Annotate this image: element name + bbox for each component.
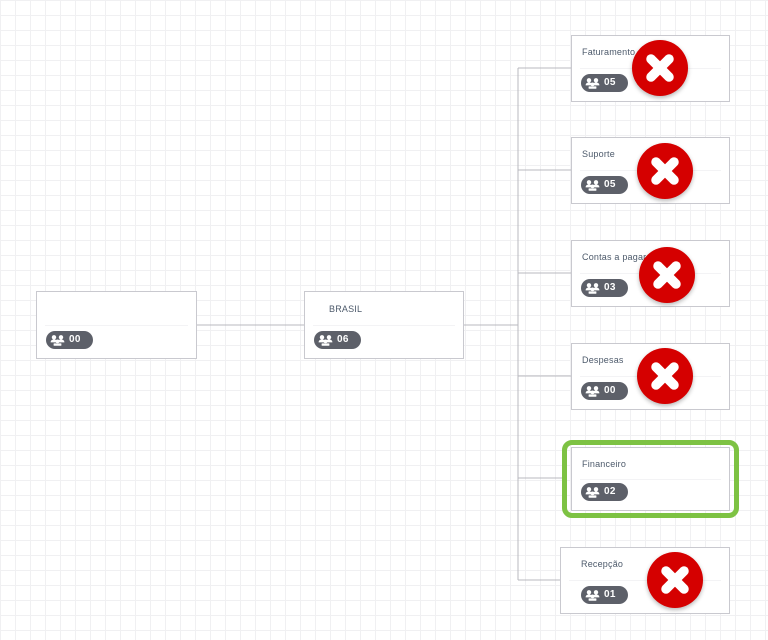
node-faturamento-members-badge[interactable]: 05 (581, 74, 628, 92)
group-people-icon (585, 282, 600, 294)
group-people-icon (50, 334, 65, 346)
node-despesas-members-count: 00 (604, 385, 616, 396)
remove-node-contas-a-pagar-button[interactable] (639, 247, 695, 303)
node-financeiro[interactable]: Financeiro 02 (571, 447, 730, 511)
node-brasil-title: BRASIL (329, 304, 363, 314)
remove-node-despesas-button[interactable] (637, 348, 693, 404)
node-faturamento-title: Faturamento (582, 47, 636, 57)
node-divider (569, 580, 721, 581)
group-people-icon (585, 179, 600, 191)
node-root-members-badge[interactable]: 00 (46, 331, 93, 349)
node-root[interactable]: 00 (36, 291, 197, 359)
node-contas-a-pagar-members-badge[interactable]: 03 (581, 279, 628, 297)
group-people-icon (585, 385, 600, 397)
node-recepcao-title: Recepção (581, 559, 624, 569)
node-divider (313, 325, 455, 326)
node-contas-a-pagar-title: Contas a pagar (582, 252, 647, 262)
node-faturamento-members-count: 05 (604, 77, 616, 88)
node-suporte-members-badge[interactable]: 05 (581, 176, 628, 194)
node-despesas-members-badge[interactable]: 00 (581, 382, 628, 400)
remove-node-faturamento-button[interactable] (632, 40, 688, 96)
group-people-icon (585, 486, 600, 498)
node-root-members-count: 00 (69, 334, 81, 345)
node-brasil[interactable]: BRASIL 06 (304, 291, 464, 359)
remove-x-icon (651, 157, 679, 185)
remove-x-icon (661, 566, 689, 594)
node-despesas[interactable]: Despesas 00 (571, 343, 730, 410)
node-financeiro-members-badge[interactable]: 02 (581, 483, 628, 501)
node-financeiro-title: Financeiro (582, 459, 627, 469)
node-contas-a-pagar-members-count: 03 (604, 282, 616, 293)
node-divider (580, 479, 721, 480)
node-brasil-members-count: 06 (337, 334, 349, 345)
node-recepcao-members-badge[interactable]: 01 (581, 586, 628, 604)
node-recepcao-members-count: 01 (604, 589, 616, 600)
remove-node-recepcao-button[interactable] (647, 552, 703, 608)
node-brasil-members-badge[interactable]: 06 (314, 331, 361, 349)
remove-x-icon (646, 54, 674, 82)
node-divider (45, 325, 188, 326)
node-suporte-members-count: 05 (604, 179, 616, 190)
node-financeiro-members-count: 02 (604, 486, 616, 497)
remove-node-suporte-button[interactable] (637, 143, 693, 199)
group-people-icon (585, 589, 600, 601)
node-despesas-title: Despesas (582, 355, 624, 365)
group-people-icon (318, 334, 333, 346)
node-financeiro-selection-halo (562, 440, 739, 518)
group-people-icon (585, 77, 600, 89)
remove-x-icon (651, 362, 679, 390)
remove-x-icon (653, 261, 681, 289)
node-recepcao[interactable]: Recepção 01 (560, 547, 730, 614)
node-suporte-title: Suporte (582, 149, 615, 159)
